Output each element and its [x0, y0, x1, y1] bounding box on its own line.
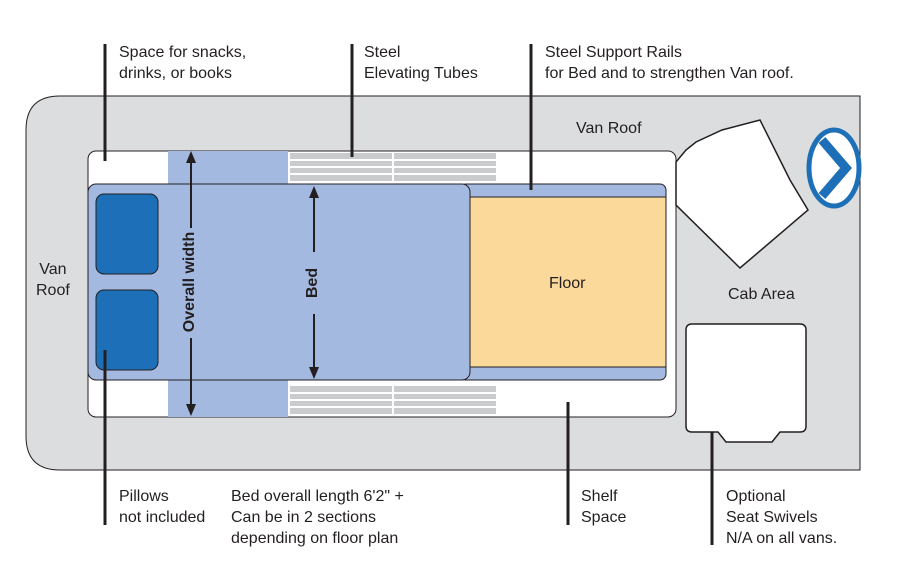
seat-top — [675, 119, 809, 270]
label-seat-swivels: Optional Seat Swivels N/A on all vans. — [726, 488, 838, 547]
bed-platform — [87, 183, 471, 381]
label-floor: Floor — [549, 275, 586, 292]
label-space-snacks: Space for snacks, drinks, or books — [119, 44, 247, 82]
pillow-bottom — [95, 289, 159, 371]
label-steel-tubes: Steel Elevating Tubes — [364, 44, 478, 82]
steel-elevating-tubes-bottom — [290, 386, 496, 414]
overall-width-arrow — [186, 151, 196, 416]
label-shelf-space: Shelf Space — [581, 488, 627, 526]
label-pillows: Pillows not included — [119, 488, 206, 526]
label-bed: Bed — [304, 267, 321, 299]
seat-bottom — [685, 323, 807, 443]
label-overall-width: Overall width — [181, 231, 198, 333]
label-cab-area: Cab Area — [728, 286, 795, 303]
label-steel-rails: Steel Support Rails for Bed and to stren… — [545, 44, 794, 82]
steel-elevating-tubes-top — [290, 153, 496, 181]
pillow-top — [95, 193, 159, 275]
label-van-roof-left: Van Roof — [36, 261, 70, 299]
label-van-roof-top: Van Roof — [576, 120, 642, 137]
chevron-logo-icon — [806, 127, 862, 209]
label-bed-length: Bed overall length 6'2" + Can be in 2 se… — [231, 488, 404, 547]
bed-arrow — [309, 186, 319, 379]
callout-lines — [103, 44, 714, 545]
